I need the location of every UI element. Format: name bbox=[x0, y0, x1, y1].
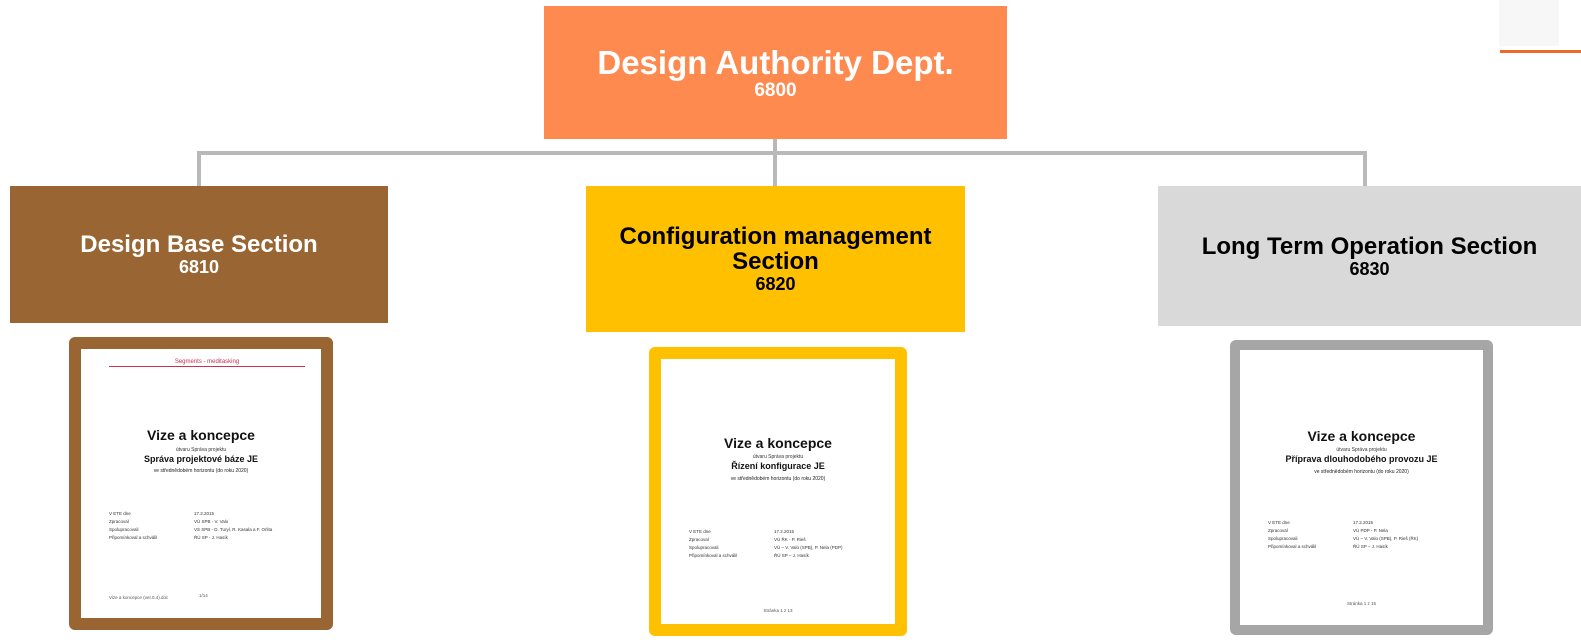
doc-title: Vize a koncepce bbox=[147, 427, 255, 443]
doc-footer-page: Stránka 1 z 13 bbox=[763, 608, 793, 613]
row-key: Zpracoval bbox=[689, 537, 709, 542]
doc-note: ve střednědobém horizontu (do roku 2020) bbox=[153, 468, 249, 474]
connector-left bbox=[197, 151, 201, 186]
row-key: Zpracoval bbox=[109, 519, 129, 524]
doc-unit: útvaru Správa projektu bbox=[752, 454, 804, 460]
row-value: VS SPB - D. Turyl, R. Kasala a F. Orlita bbox=[194, 527, 273, 532]
doc-footer-file: Vize a koncepce (ver.0.4).doc bbox=[109, 595, 169, 600]
section-number: 6820 bbox=[755, 274, 796, 294]
section-title: Configuration management Section bbox=[619, 223, 932, 275]
row-key: V ETE dne bbox=[689, 529, 711, 534]
row-value: VÚ – V. Valo (SPB), P. Rieš (ŘK) bbox=[1353, 536, 1419, 541]
doc-subtitle: Příprava dlouhodobého provozu JE bbox=[1285, 454, 1438, 464]
row-value: VÚ ŘK - P. Rieš bbox=[774, 537, 806, 542]
row-key: Zpracoval bbox=[1268, 528, 1288, 533]
section-number: 6810 bbox=[178, 257, 220, 277]
dept-box: Design Authority Dept. 6800 bbox=[544, 6, 1007, 139]
section-box-long-term: Long Term Operation Section 6830 bbox=[1158, 186, 1581, 326]
section-box-design-base: Design Base Section 6810 bbox=[10, 186, 388, 323]
doc-subtitle: Řízení konfigurace JE bbox=[731, 461, 825, 471]
row-value: 17.2.2015 bbox=[774, 529, 795, 534]
row-key: Připomínkoval a schválil bbox=[1268, 544, 1317, 549]
row-key: Spolupracovali bbox=[109, 527, 139, 532]
doc-unit: útvaru Správa projektu bbox=[1336, 447, 1387, 453]
doc-header: Segments - meditasking bbox=[109, 359, 305, 367]
doc-footer-page: 1/14 bbox=[199, 593, 208, 598]
document-thumbnail-configuration: Vize a koncepce útvaru Správa projektu Ř… bbox=[649, 347, 907, 636]
row-value: 17.2.2015 bbox=[1353, 520, 1374, 525]
doc-title: Vize a koncepce bbox=[1307, 428, 1416, 444]
row-value: VÚ PDP - P. Nela bbox=[1353, 528, 1388, 533]
doc-note: ve střednědobém horizontu (do roku 2020) bbox=[730, 476, 826, 482]
document-thumbnail-long-term: Vize a koncepce útvaru Správa projektu P… bbox=[1230, 340, 1493, 635]
row-key: V ETE dne bbox=[1268, 520, 1290, 525]
doc-table: V ETE dne 17.2.2015 Zpracoval VÚ SPB - V. … bbox=[109, 510, 311, 542]
row-key: Spolupracovali bbox=[689, 545, 719, 550]
row-value: VÚ – V. Valo (SPB), P. Nela (PDP) bbox=[774, 545, 843, 550]
doc-note: ve střednědobém horizontu (do roku 2020) bbox=[1314, 469, 1409, 475]
row-value: ŘÚ SP – J. Hasík bbox=[774, 553, 809, 558]
row-value: VÚ SPB - V. Valo bbox=[194, 519, 229, 524]
accent-line bbox=[1500, 50, 1581, 53]
connector-right bbox=[1363, 151, 1367, 186]
corner-panel bbox=[1499, 0, 1559, 46]
section-title: Design Base Section bbox=[80, 231, 318, 258]
row-value: ŘÚ SP - J. Hasík bbox=[194, 535, 228, 540]
doc-table: V ETE dne 17.2.2015 Zpracoval VÚ PDP - P. … bbox=[1268, 519, 1473, 551]
section-box-configuration: Configuration management Section 6820 bbox=[586, 186, 965, 332]
dept-title: Design Authority Dept. bbox=[597, 43, 954, 81]
doc-footer-page: Stránka 1 z 15 bbox=[1346, 601, 1377, 606]
doc-subtitle: Správa projektové báze JE bbox=[143, 454, 259, 464]
section-title: Long Term Operation Section bbox=[1201, 232, 1538, 260]
doc-title: Vize a koncepce bbox=[724, 435, 832, 451]
row-key: Spolupracovali bbox=[1268, 536, 1298, 541]
dept-number: 6800 bbox=[754, 79, 797, 101]
row-value: ŘÚ SP – J. Hasík bbox=[1353, 544, 1388, 549]
row-value: 17.2.2015 bbox=[194, 511, 215, 516]
connector-trunk bbox=[773, 139, 777, 187]
row-key: Připomínkoval a schválil bbox=[689, 553, 738, 558]
row-key: Připomínkoval a schválil bbox=[109, 535, 158, 540]
section-number: 6830 bbox=[1349, 258, 1390, 279]
document-thumbnail-design-base: Segments - meditasking Vize a koncepce ú… bbox=[69, 337, 333, 630]
connector-horizontal bbox=[197, 151, 1367, 155]
row-key: V ETE dne bbox=[109, 511, 131, 516]
doc-table: V ETE dne 17.2.2015 Zpracoval VÚ ŘK - P. R… bbox=[689, 528, 885, 560]
doc-unit: útvaru Správa projektu bbox=[175, 447, 227, 453]
